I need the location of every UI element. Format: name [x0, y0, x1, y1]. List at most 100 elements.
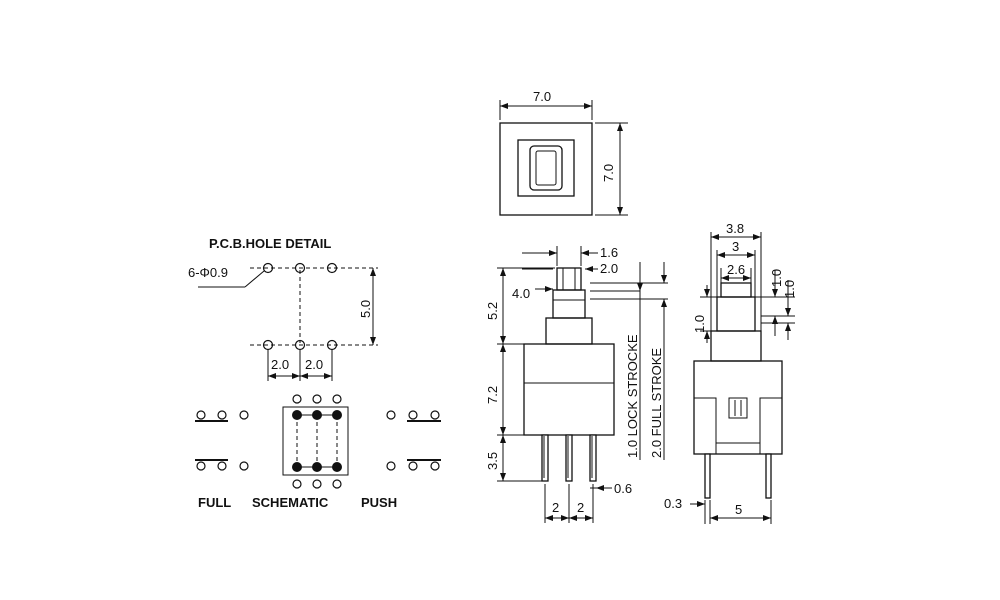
- arrow-head: [637, 283, 643, 291]
- arrow-head: [500, 427, 506, 435]
- side-dim-5: 5: [735, 502, 742, 517]
- junction-dot: [332, 462, 342, 472]
- contact-open: [408, 461, 418, 471]
- switch-body: [523, 343, 615, 436]
- arrow-head: [268, 373, 276, 379]
- dim-2-0: 2.0: [600, 261, 618, 276]
- arrow-head: [785, 308, 791, 316]
- arrow-head: [743, 275, 751, 281]
- label-full: FULL: [198, 495, 231, 510]
- dim-pin-width: 0.6: [614, 481, 632, 496]
- side-plunger-tip: [720, 282, 752, 298]
- arrow-head: [661, 299, 667, 307]
- top-button: [529, 145, 563, 191]
- top-dim-width: 7.0: [533, 89, 551, 104]
- dim-pin-pitch-1: 2: [552, 500, 559, 515]
- lock-stroke-label: 1.0 LOCK STROCKE: [625, 334, 640, 458]
- dim-4-0: 4.0: [512, 286, 530, 301]
- contact-open: [217, 410, 227, 420]
- arrow-head: [569, 515, 577, 521]
- dim-pitch-1: 2.0: [271, 357, 289, 372]
- arrow-head: [710, 515, 718, 521]
- arrow-head: [581, 250, 589, 256]
- arrow-head: [370, 337, 376, 345]
- junction-dot: [312, 462, 322, 472]
- pcb-hole-label: 6-Φ0.9: [188, 265, 228, 280]
- dim-pitch-2: 2.0: [305, 357, 323, 372]
- side-window: [728, 397, 748, 419]
- arrow-head: [545, 286, 553, 292]
- plunger-shaft: [552, 289, 586, 319]
- arrow-head: [500, 268, 506, 276]
- arrow-head: [585, 515, 593, 521]
- contact-open: [239, 461, 249, 471]
- contact-open: [217, 461, 227, 471]
- arrow-head: [500, 435, 506, 443]
- side-view: 3.8 3 2.6 1.0 1.0 1.0: [664, 221, 797, 524]
- arrow-head: [704, 289, 710, 297]
- side-body-base: [715, 442, 761, 455]
- pin: [589, 434, 597, 482]
- arrow-head: [697, 501, 705, 507]
- plunger-tip: [556, 267, 582, 291]
- junction-dot: [292, 410, 302, 420]
- schematic-box: [282, 406, 349, 476]
- contact-open: [386, 461, 396, 471]
- arrow-head: [545, 515, 553, 521]
- dim-7-2: 7.2: [485, 386, 500, 404]
- contact-open: [196, 410, 206, 420]
- side-dim-1-0-b: 1.0: [782, 280, 797, 298]
- plunger-collar: [545, 317, 593, 345]
- junction-dot: [312, 410, 322, 420]
- terminal: [292, 394, 302, 404]
- arrow-head: [561, 515, 569, 521]
- side-dim-3-8: 3.8: [726, 221, 744, 236]
- arrow-head: [500, 103, 508, 109]
- side-pin: [765, 453, 772, 499]
- top-outline: [499, 122, 593, 216]
- terminal: [332, 479, 342, 489]
- hole-leader: [244, 270, 265, 288]
- dim-1-6: 1.6: [600, 245, 618, 260]
- terminal: [332, 394, 342, 404]
- side-dim-1-0-c: 1.0: [692, 315, 707, 333]
- pcb-hole-detail: P.C.B.HOLE DETAIL 6-Φ0.9 5.0 2.0 2.0: [188, 236, 378, 381]
- arrow-head: [711, 234, 719, 240]
- arrow-head: [370, 268, 376, 276]
- dim-3-5: 3.5: [485, 452, 500, 470]
- top-view: 7.0 7.0: [499, 89, 628, 216]
- pcb-title: P.C.B.HOLE DETAIL: [209, 236, 331, 251]
- arrow-head: [617, 207, 623, 215]
- side-body: [693, 360, 783, 455]
- contact-open: [430, 461, 440, 471]
- label-schematic: SCHEMATIC: [252, 495, 329, 510]
- label-push: PUSH: [361, 495, 397, 510]
- arrow-head: [500, 344, 506, 352]
- arrow-head: [772, 316, 778, 324]
- side-pin: [704, 453, 711, 499]
- side-dim-0-3: 0.3: [664, 496, 682, 511]
- schematic-section: FULL SCHEMATIC PUSH: [195, 394, 441, 510]
- dim-pin-pitch-2: 2: [577, 500, 584, 515]
- arrow-head: [772, 289, 778, 297]
- side-body-panel: [759, 397, 783, 455]
- dim-5-2: 5.2: [485, 302, 500, 320]
- contact-open: [386, 410, 396, 420]
- contact-open: [408, 410, 418, 420]
- dim-5-0: 5.0: [358, 300, 373, 318]
- arrow-head: [721, 275, 729, 281]
- pin: [565, 434, 573, 482]
- side-dim-2-6: 2.6: [727, 262, 745, 277]
- arrow-head: [763, 515, 771, 521]
- arrow-head: [717, 252, 725, 258]
- pin: [541, 434, 549, 482]
- terminal: [312, 479, 322, 489]
- side-dim-1-0-a: 1.0: [769, 269, 784, 287]
- arrow-head: [292, 373, 300, 379]
- contact-open: [239, 410, 249, 420]
- side-body-panel: [693, 397, 717, 455]
- junction-dot: [292, 462, 302, 472]
- contact-open: [430, 410, 440, 420]
